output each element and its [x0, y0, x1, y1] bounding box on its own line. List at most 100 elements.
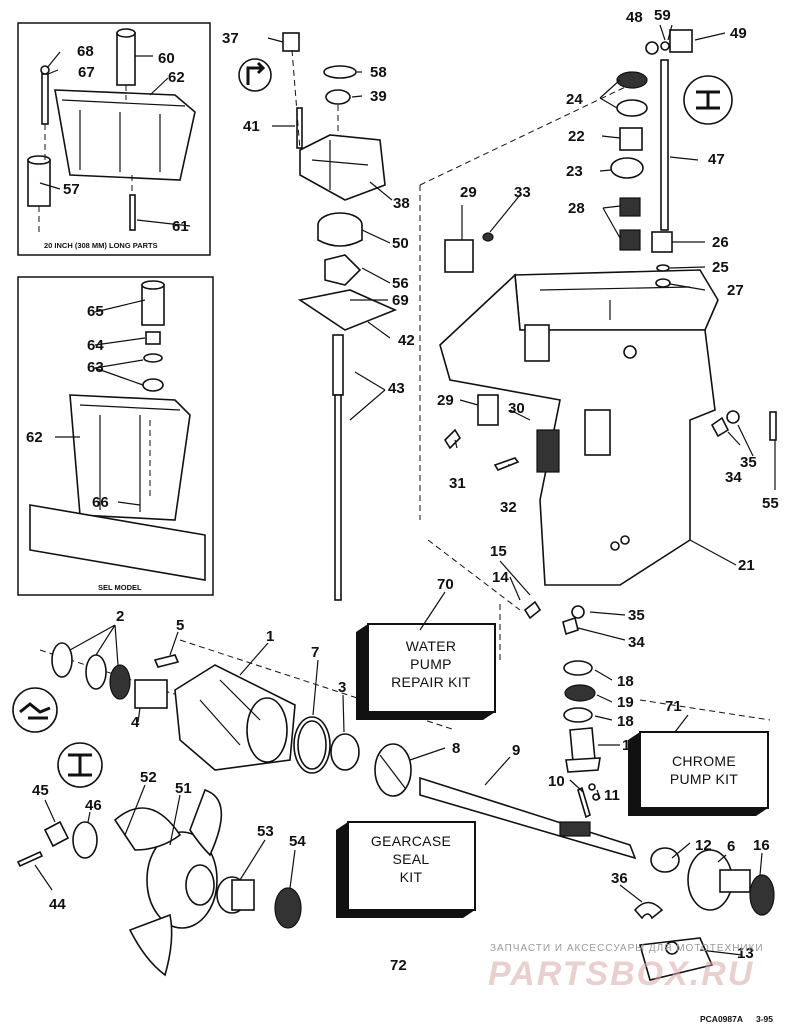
- callout-10: 10: [548, 773, 565, 790]
- footer-date: 3-95: [756, 1014, 773, 1024]
- callout-70: 70: [437, 576, 454, 593]
- callout-69: 69: [392, 292, 409, 309]
- callout-34-lower: 34: [628, 634, 645, 651]
- inset-long-parts: 20 INCH (308 MM) LONG PARTS: [17, 22, 211, 256]
- callout-61: 61: [172, 218, 189, 235]
- callout-35-lower: 35: [628, 607, 645, 624]
- callout-60: 60: [158, 50, 175, 67]
- callout-11: 11: [604, 787, 620, 804]
- callout-59: 59: [654, 7, 671, 24]
- callout-21: 21: [738, 557, 755, 574]
- inset-sel-caption: SEL MODEL: [98, 583, 142, 592]
- callout-58: 58: [370, 64, 387, 81]
- callout-51: 51: [175, 780, 192, 797]
- callout-34-upper: 34: [725, 469, 742, 486]
- callout-25: 25: [712, 259, 729, 276]
- callout-9: 9: [512, 742, 520, 759]
- callout-52: 52: [140, 769, 157, 786]
- callout-4: 4: [131, 714, 140, 731]
- callout-46: 46: [85, 797, 102, 814]
- callout-26: 26: [712, 234, 729, 251]
- callout-68: 68: [77, 43, 94, 60]
- kit-chrome-pump-line1: CHROME: [672, 753, 736, 769]
- callout-42: 42: [398, 332, 415, 349]
- inset-sel-model: SEL MODEL: [17, 276, 214, 596]
- kit-water-pump-line2: PUMP: [410, 656, 452, 672]
- callout-63: 63: [87, 359, 104, 376]
- callout-64: 64: [87, 337, 104, 354]
- kit-water-pump-line1: WATER: [406, 638, 457, 654]
- callout-65: 65: [87, 303, 104, 320]
- kit-gearcase-seal-line1: GEARCASE: [371, 833, 451, 849]
- callout-16: 16: [753, 837, 770, 854]
- callout-48: 48: [626, 9, 643, 26]
- callout-35-upper: 35: [740, 454, 757, 471]
- callout-8: 8: [452, 740, 460, 757]
- callout-38: 38: [393, 195, 410, 212]
- callout-5: 5: [176, 617, 184, 634]
- callout-45: 45: [32, 782, 49, 799]
- callout-13: 13: [737, 945, 754, 962]
- callout-44: 44: [49, 896, 66, 913]
- kit-gearcase-seal-line2: SEAL: [393, 851, 430, 867]
- callout-49: 49: [730, 25, 747, 42]
- callout-71: 71: [665, 698, 682, 715]
- callout-1: 1: [266, 628, 274, 645]
- kit-water-pump-box: WATER PUMP REPAIR KIT: [356, 623, 496, 720]
- callout-37: 37: [222, 30, 239, 47]
- callout-2: 2: [116, 608, 124, 625]
- inset-long-caption: 20 INCH (308 MM) LONG PARTS: [44, 241, 158, 250]
- callout-50: 50: [392, 235, 409, 252]
- watermark-caption: ЗАПЧАСТИ И АКСЕССУАРЫ ДЛЯ МОТОТЕХНИКИ: [490, 943, 764, 954]
- callout-7: 7: [311, 644, 319, 661]
- callout-3: 3: [338, 679, 346, 696]
- callout-22: 22: [568, 128, 585, 145]
- callout-28: 28: [568, 200, 585, 217]
- callout-30: 30: [508, 400, 525, 417]
- callout-15: 15: [490, 543, 507, 560]
- kit-water-pump-line3: REPAIR KIT: [391, 674, 471, 690]
- water-pump-assembly: [238, 32, 398, 601]
- kit-gearcase-seal-line3: KIT: [400, 869, 423, 885]
- kit-chrome-pump-box: CHROME PUMP KIT: [628, 731, 769, 816]
- callout-numbers: 68 60 67 62 57 61 65 64 63 62 66 37 58 3…: [26, 7, 779, 962]
- callout-27: 27: [727, 282, 744, 299]
- callout-29-upper: 29: [460, 184, 477, 201]
- callout-67: 67: [78, 64, 95, 81]
- shift-components: [523, 29, 777, 636]
- lower-drive-assembly: [12, 600, 775, 981]
- callout-17: 17: [622, 737, 639, 754]
- callout-55: 55: [762, 495, 779, 512]
- callout-41: 41: [243, 118, 260, 135]
- callout-29-lower: 29: [437, 392, 454, 409]
- callout-53: 53: [257, 823, 274, 840]
- callout-43: 43: [388, 380, 405, 397]
- page-number: 72: [390, 957, 407, 974]
- callout-66: 66: [92, 494, 109, 511]
- callout-33: 33: [514, 184, 531, 201]
- callout-14: 14: [492, 569, 509, 586]
- callout-54: 54: [289, 833, 306, 850]
- callout-36: 36: [611, 870, 628, 887]
- callout-57: 57: [63, 181, 80, 198]
- footer-code: PCA0987A: [700, 1014, 743, 1024]
- callout-12: 12: [695, 837, 712, 854]
- callout-47: 47: [708, 151, 725, 168]
- watermark-logo: PARTSBOX.RU: [488, 955, 754, 993]
- callout-18-upper: 18: [617, 673, 634, 690]
- leader-lines: [34, 24, 776, 956]
- callout-62-top: 62: [168, 69, 185, 86]
- callout-6: 6: [727, 838, 735, 855]
- callout-62-sel: 62: [26, 429, 43, 446]
- callout-31: 31: [449, 475, 466, 492]
- callout-24: 24: [566, 91, 583, 108]
- gearcase-housing: [419, 79, 719, 611]
- kit-chrome-pump-line2: PUMP KIT: [670, 771, 738, 787]
- callout-56: 56: [392, 275, 409, 292]
- kit-gearcase-seal-box: GEARCASE SEAL KIT: [336, 821, 476, 918]
- callout-39: 39: [370, 88, 387, 105]
- callout-18-lower: 18: [617, 713, 634, 730]
- callout-19: 19: [617, 694, 634, 711]
- callout-32: 32: [500, 499, 517, 516]
